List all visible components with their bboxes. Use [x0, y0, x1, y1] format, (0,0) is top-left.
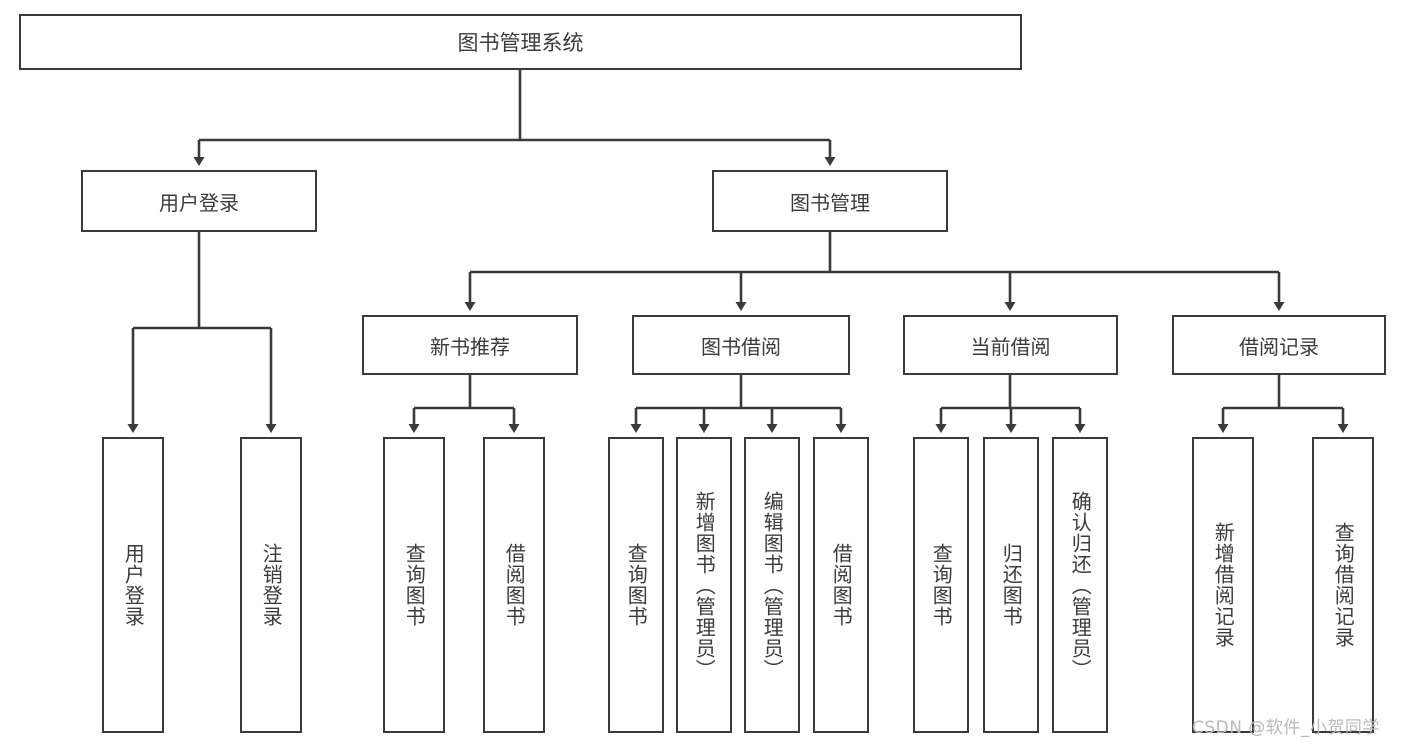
leaf-query-borrow-record[interactable]: 查询借阅记录 — [1312, 437, 1374, 733]
node-user-login[interactable]: 用户登录 — [81, 170, 317, 232]
leaf-edit-book-admin-label: 编辑图书（管理员） — [760, 490, 785, 680]
node-current-borrow[interactable]: 当前借阅 — [903, 315, 1118, 375]
leaf-user-login[interactable]: 用户登录 — [102, 437, 164, 733]
leaf-confirm-return-admin-label: 确认归还（管理员） — [1068, 490, 1093, 680]
node-user-login-label: 用户登录 — [159, 190, 239, 215]
leaf-return-book[interactable]: 归还图书 — [983, 437, 1039, 733]
node-book-management[interactable]: 图书管理 — [712, 170, 948, 232]
node-current-borrow-label: 当前借阅 — [970, 334, 1051, 359]
leaf-current-query-book[interactable]: 查询图书 — [913, 437, 969, 733]
leaf-borrow-book[interactable]: 借阅图书 — [813, 437, 869, 733]
node-new-book-recommend-label: 新书推荐 — [430, 334, 510, 359]
leaf-query-borrow-record-label: 查询借阅记录 — [1331, 522, 1356, 648]
leaf-logout[interactable]: 注销登录 — [240, 437, 302, 733]
leaf-recommend-borrow-book-label: 借阅图书 — [502, 543, 527, 627]
leaf-return-book-label: 归还图书 — [999, 543, 1024, 627]
leaf-current-query-book-label: 查询图书 — [929, 543, 954, 627]
leaf-logout-label: 注销登录 — [259, 543, 284, 627]
node-new-book-recommend[interactable]: 新书推荐 — [362, 315, 578, 375]
node-root-label: 图书管理系统 — [457, 31, 584, 55]
leaf-edit-book-admin[interactable]: 编辑图书（管理员） — [744, 437, 800, 733]
watermark: CSDN @软件_小贺同学 — [1192, 718, 1380, 738]
leaf-add-book-admin-label: 新增图书（管理员） — [692, 490, 717, 680]
leaf-add-book-admin[interactable]: 新增图书（管理员） — [676, 437, 732, 733]
node-book-borrow-label: 图书借阅 — [701, 334, 781, 359]
node-book-management-label: 图书管理 — [790, 190, 870, 215]
node-root[interactable]: 图书管理系统 — [19, 14, 1022, 70]
node-book-borrow[interactable]: 图书借阅 — [632, 315, 850, 375]
leaf-user-login-label: 用户登录 — [121, 543, 146, 627]
leaf-recommend-query-book[interactable]: 查询图书 — [383, 437, 445, 733]
leaf-borrow-book-label: 借阅图书 — [829, 543, 854, 627]
node-borrow-record-label: 借阅记录 — [1239, 334, 1319, 359]
leaf-recommend-borrow-book[interactable]: 借阅图书 — [483, 437, 545, 733]
leaf-add-borrow-record-label: 新增借阅记录 — [1211, 522, 1236, 648]
leaf-borrow-query-book[interactable]: 查询图书 — [608, 437, 664, 733]
leaf-add-borrow-record[interactable]: 新增借阅记录 — [1192, 437, 1254, 733]
leaf-borrow-query-book-label: 查询图书 — [624, 543, 649, 627]
leaf-recommend-query-book-label: 查询图书 — [402, 543, 427, 627]
node-borrow-record[interactable]: 借阅记录 — [1172, 315, 1386, 375]
leaf-confirm-return-admin[interactable]: 确认归还（管理员） — [1052, 437, 1108, 733]
